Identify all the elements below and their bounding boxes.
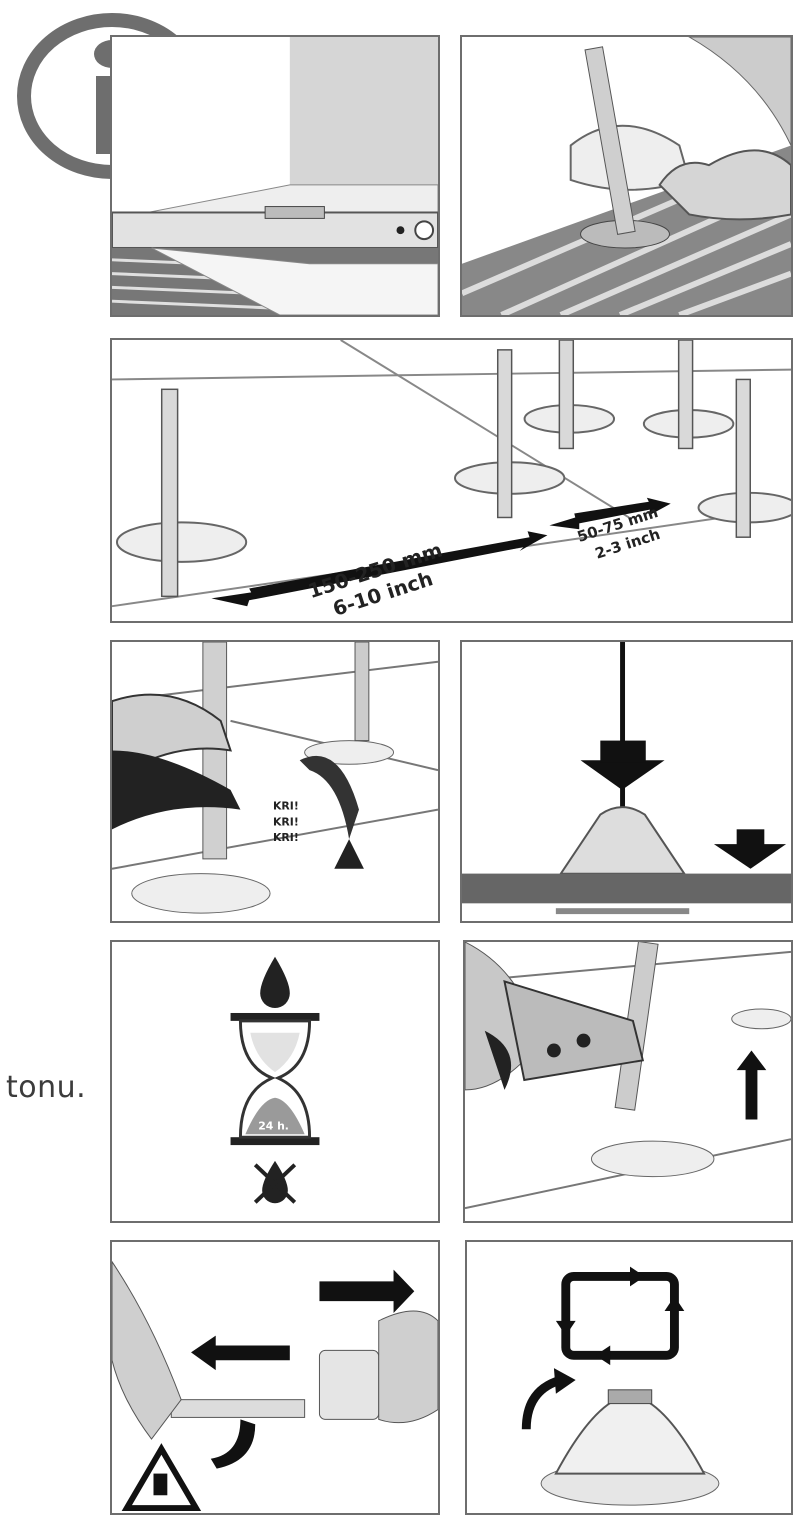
step-remove-panel	[463, 940, 793, 1223]
step-press-panel	[460, 640, 793, 923]
step-level-tile-panel	[110, 35, 440, 317]
step-reuse-panel	[465, 1240, 793, 1515]
sound-text-2: KRI!	[273, 815, 299, 828]
step-tighten-panel: KRI! KRI! KRI!	[110, 640, 440, 923]
step-insert-clip-panel	[460, 35, 793, 317]
sound-text-3: KRI!	[273, 831, 299, 844]
step-separate-recycle-panel	[110, 1240, 440, 1515]
step-curing-panel: 24 h.	[110, 940, 440, 1223]
cure-time-label: 24 h.	[258, 1119, 289, 1132]
step-clip-spacing-panel: 150-250 mm 6-10 inch 50-75 mm 2-3 inch	[110, 338, 793, 623]
side-text: tonu.	[6, 1070, 86, 1105]
sound-text-1: KRI!	[273, 800, 299, 813]
